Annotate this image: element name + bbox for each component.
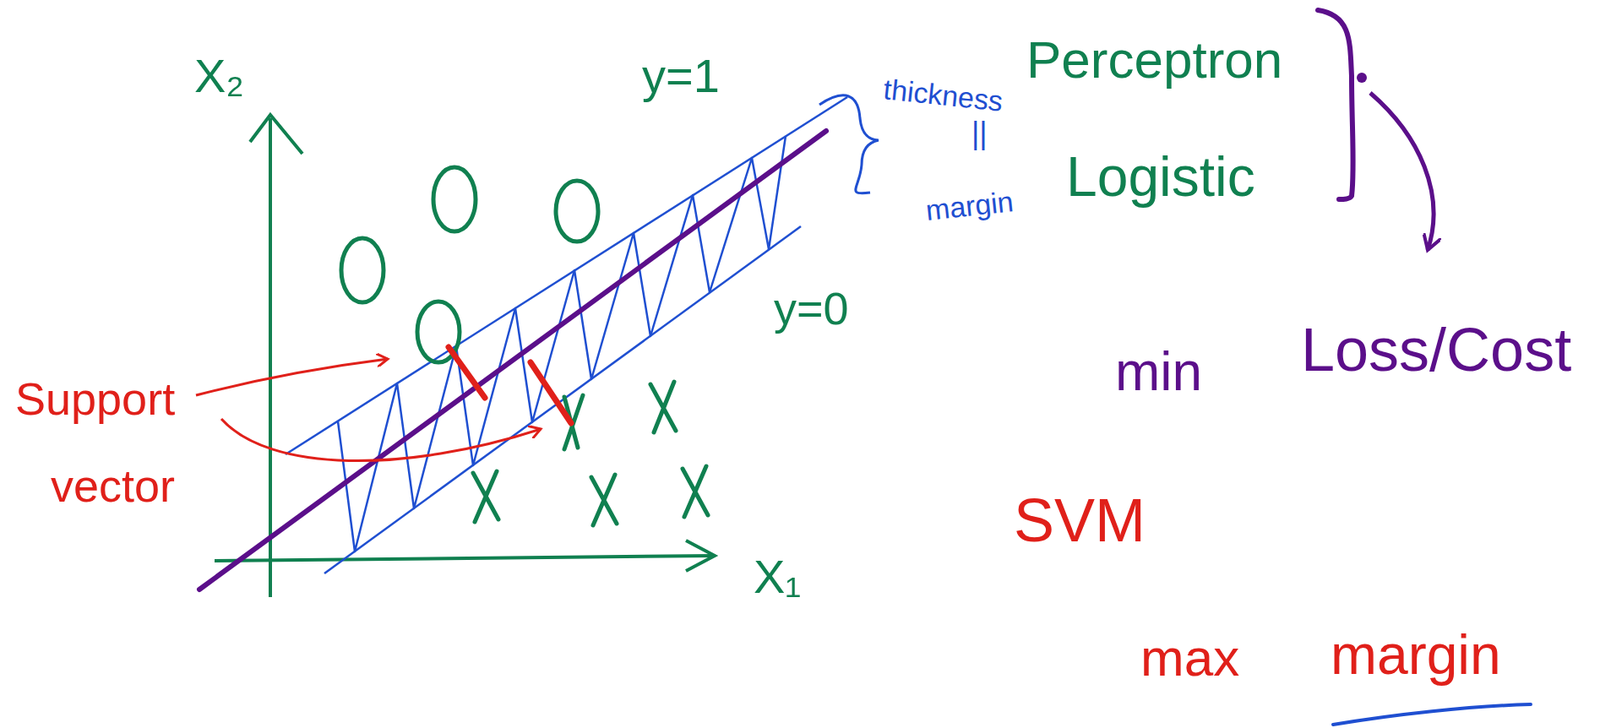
callout-label: vector: [50, 462, 175, 509]
support-distance: [530, 362, 572, 424]
margin-underline: [1333, 704, 1531, 725]
margin-note: margin: [924, 186, 1015, 225]
support-leader: [221, 419, 541, 462]
margin-brace: [819, 95, 879, 194]
support-distance: [448, 347, 485, 398]
margin-hatching: [337, 136, 786, 552]
decision-boundary: [199, 130, 827, 590]
margin-note: ||: [971, 118, 988, 149]
objective-text: max: [1140, 631, 1240, 685]
objective-text: Loss/Cost: [1300, 319, 1572, 381]
class-o-point: [433, 167, 476, 232]
axis-label: X₂: [194, 52, 245, 100]
x-axis: [214, 555, 715, 561]
class-label: y=0: [773, 285, 849, 332]
support-leader: [195, 359, 388, 396]
class-o-point: [341, 238, 384, 303]
model-name: Perceptron: [1026, 33, 1283, 87]
bracket-point: [1356, 72, 1367, 83]
class-label: y=1: [642, 52, 720, 100]
objective-text: min: [1115, 344, 1203, 399]
margin-note: thickness: [881, 74, 1005, 116]
model-arrow: [1370, 92, 1434, 251]
model-name: Logistic: [1066, 148, 1256, 205]
callout-label: Support: [15, 375, 175, 422]
class-x-points: [473, 381, 708, 526]
y-axis: [268, 118, 273, 598]
lower-margin-line: [324, 226, 801, 574]
objective-text: margin: [1330, 626, 1502, 683]
y-axis-head: [250, 114, 303, 154]
method-name: SVM: [1013, 489, 1146, 551]
class-o-point: [555, 180, 599, 242]
x-axis-head: [685, 540, 715, 572]
model-bracket: [1317, 10, 1354, 200]
axis-label: X₁: [753, 553, 801, 601]
upper-margin-line: [285, 97, 848, 455]
